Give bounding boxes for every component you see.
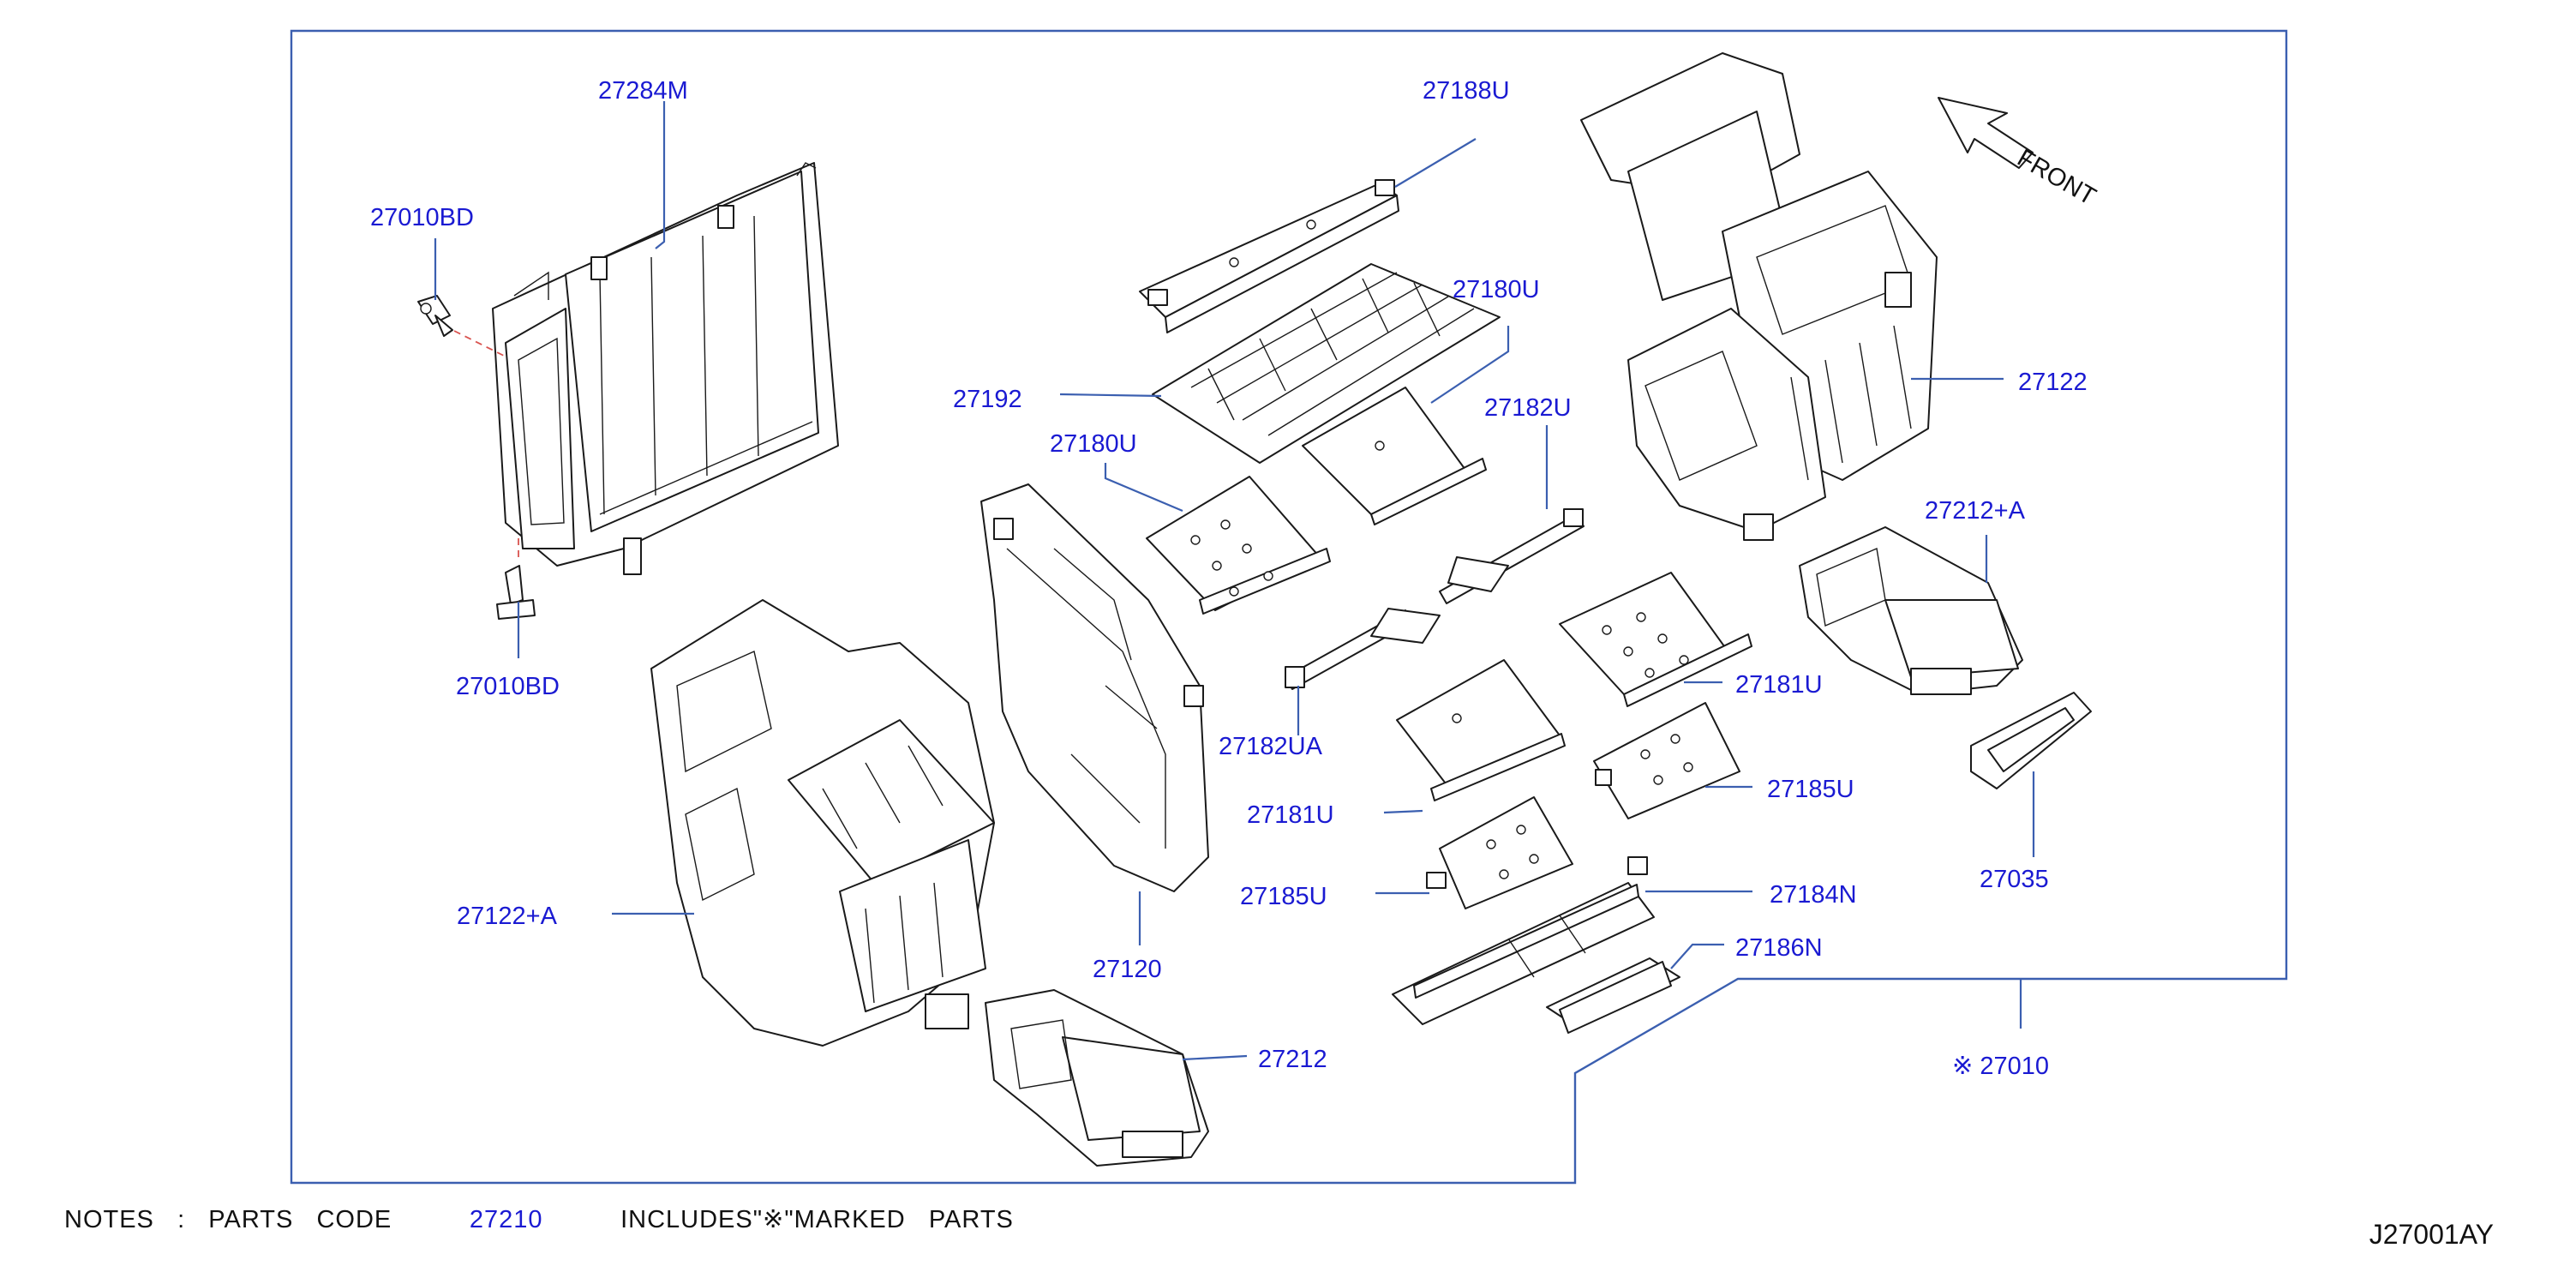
label-27180U-right: 27180U — [1453, 276, 1540, 303]
door-27180U-left — [1146, 476, 1331, 615]
screw-axis-top — [453, 330, 506, 357]
case-27122 — [1580, 52, 1938, 541]
door-27181U-upper — [1559, 572, 1752, 707]
label-27192: 27192 — [953, 386, 1022, 413]
case-27122A — [650, 599, 995, 1047]
filter-housing-27284M — [492, 162, 839, 575]
shaft-27182U — [1439, 508, 1585, 604]
leader-lines — [434, 101, 2035, 1061]
housing-27212 — [985, 989, 1209, 1167]
notes-code: 27210 — [469, 1206, 543, 1233]
shaft-27182UA — [1285, 608, 1441, 690]
case-27120 — [980, 483, 1209, 892]
door-27185U-right — [1593, 702, 1740, 819]
door-27181U-lower — [1396, 659, 1566, 801]
label-27182UA: 27182UA — [1219, 733, 1323, 760]
label-27010: ※ 27010 — [1952, 1053, 2049, 1080]
front-label: FRONT — [2013, 144, 2101, 211]
door-27180U-right — [1302, 387, 1487, 525]
label-27284M: 27284M — [598, 77, 688, 105]
cover-27188U — [1139, 179, 1399, 333]
door-27184N — [1392, 856, 1655, 1025]
label-27010BD-top: 27010BD — [370, 204, 474, 231]
label-27181U-lower: 27181U — [1247, 801, 1334, 829]
diagram-border — [290, 29, 2288, 1185]
screw-27010BD-bottom — [496, 565, 536, 620]
label-27120: 27120 — [1093, 956, 1162, 983]
grille-27192 — [1152, 263, 1501, 464]
notes-line: NOTES : PARTS CODE 27210 INCLUDES"※"MARK… — [64, 1204, 1014, 1234]
label-27188U: 27188U — [1423, 77, 1510, 105]
label-27212: 27212 — [1258, 1046, 1327, 1073]
label-27185U-left: 27185U — [1240, 883, 1327, 910]
label-27122: 27122 — [2018, 369, 2088, 396]
door-27185U-left — [1426, 796, 1573, 909]
label-27010BD-bottom: 27010BD — [456, 673, 560, 700]
diagram-reference: J27001AY — [2369, 1219, 2494, 1250]
housing-27212A — [1799, 526, 2023, 695]
screw-27010BD-top — [417, 295, 453, 337]
notes-suffix: INCLUDES"※"MARKED PARTS — [620, 1206, 1014, 1233]
label-27186N: 27186N — [1735, 934, 1823, 962]
label-27184N: 27184N — [1770, 881, 1857, 909]
label-27122A: 27122+A — [457, 903, 558, 930]
gasket-27035 — [1970, 692, 2092, 789]
notes-prefix: NOTES : PARTS CODE — [64, 1206, 392, 1233]
label-27182U: 27182U — [1484, 394, 1572, 422]
label-27212A: 27212+A — [1925, 497, 2026, 525]
door-27186N — [1546, 957, 1680, 1034]
label-27035: 27035 — [1980, 866, 2049, 893]
label-27181U-upper: 27181U — [1735, 671, 1823, 699]
label-27185U-right: 27185U — [1767, 776, 1854, 803]
label-27180U-left: 27180U — [1050, 430, 1137, 458]
front-arrow-icon — [1938, 97, 2034, 169]
